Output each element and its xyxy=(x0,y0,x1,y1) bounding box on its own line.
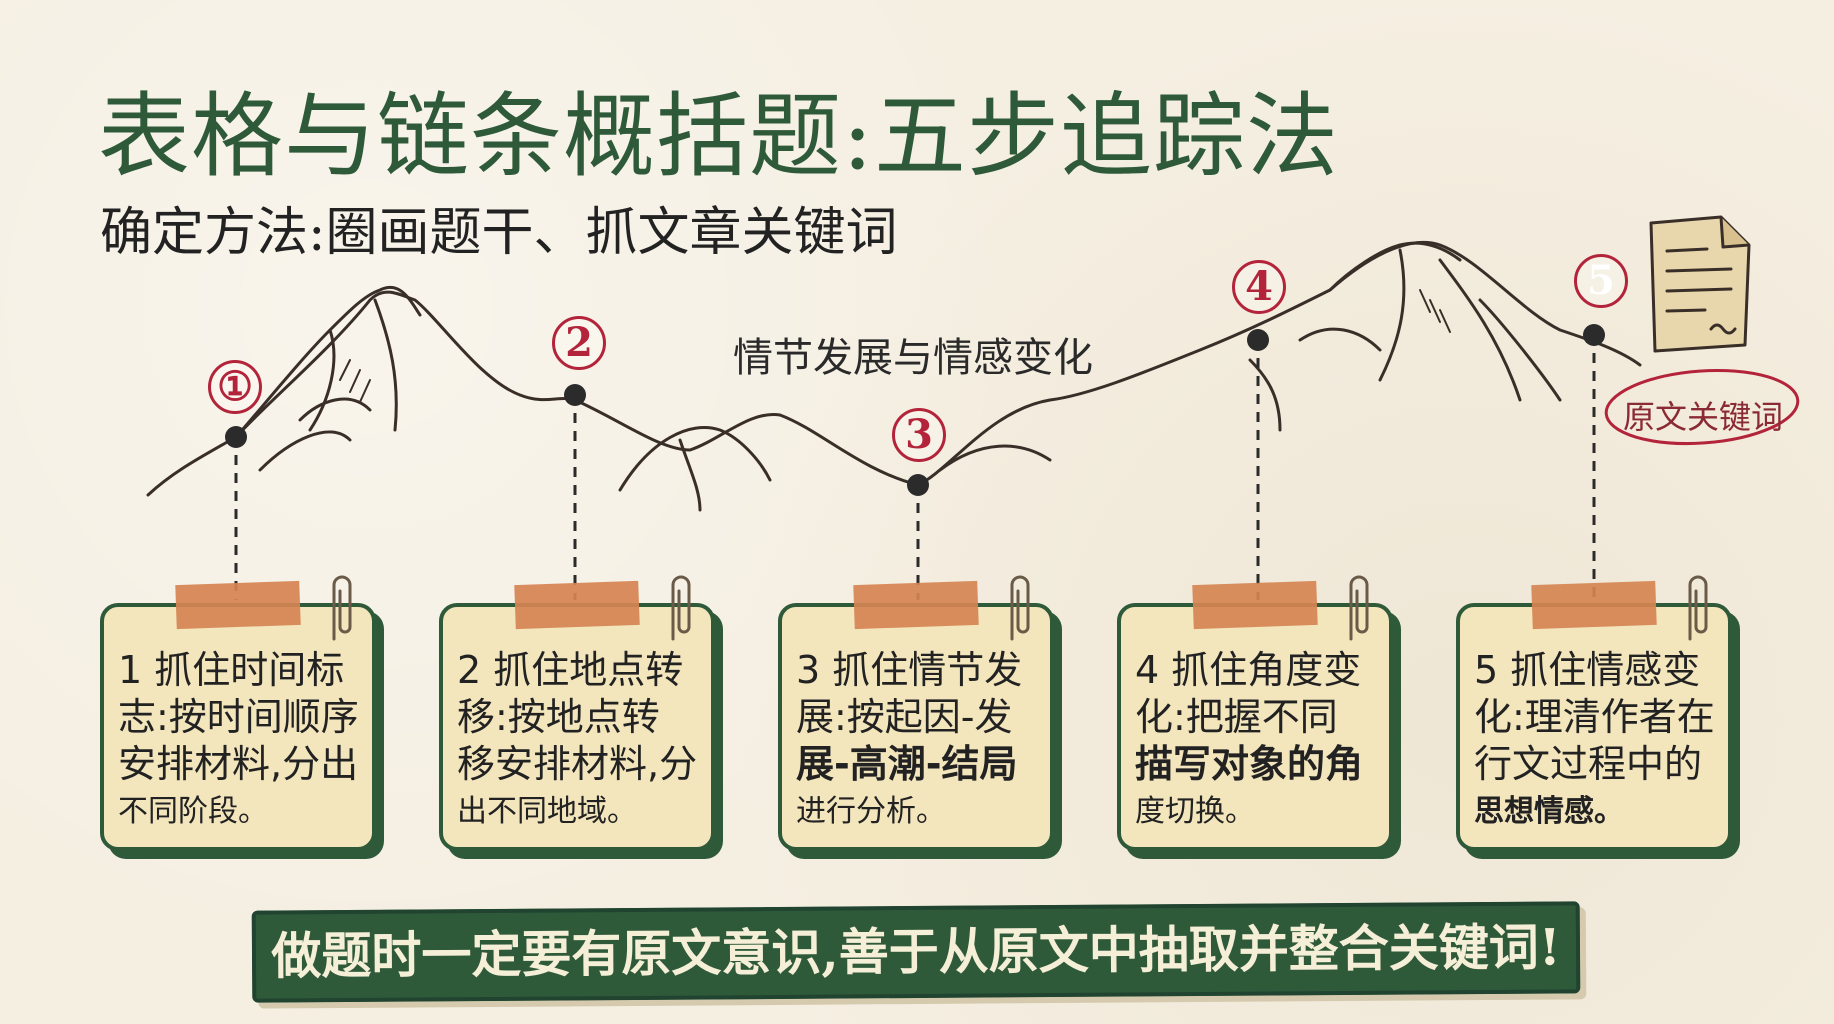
tape xyxy=(175,580,301,630)
step-marker-1: ① xyxy=(208,360,262,414)
card-line: 思想情感。 xyxy=(1474,794,1624,829)
card-line: 1 抓住时间标 xyxy=(118,648,345,692)
card-line: 化:把握不同 xyxy=(1135,695,1338,739)
mountain-label: 情节发展与情感变化 xyxy=(733,335,1093,381)
paperclip-icon xyxy=(1349,575,1369,641)
card-line: 4 抓住角度变 xyxy=(1135,648,1362,692)
card-line: 安排材料,分出 xyxy=(118,742,359,786)
card-line: 度切换。 xyxy=(1135,794,1255,829)
step-card-5: 5 抓住情感变 化:理清作者在 行文过程中的 思想情感。 xyxy=(1456,575,1732,851)
card-line: 志:按时间顺序 xyxy=(118,695,359,739)
step-marker-3: 3 xyxy=(892,408,946,462)
tape xyxy=(514,580,640,630)
step-card-4: 4 抓住角度变 化:把握不同 描写对象的角 度切换。 xyxy=(1117,575,1393,851)
card-line: 移:按地点转 xyxy=(457,695,660,739)
card-line: 不同阶段。 xyxy=(118,794,268,829)
card-line: 出不同地域。 xyxy=(457,794,637,829)
step-marker-5: 5 xyxy=(1574,254,1628,308)
step-card-2: 2 抓住地点转 移:按地点转 移安排材料,分 出不同地域。 xyxy=(439,575,715,851)
card-line: 展-高潮-结局 xyxy=(796,742,1018,786)
page-subtitle: 确定方法:圈画题干、抓文章关键词 xyxy=(100,203,898,263)
document-icon xyxy=(1649,215,1751,353)
keyword-label: 原文关键词 xyxy=(1622,398,1783,436)
card-line: 2 抓住地点转 xyxy=(457,648,684,692)
card-line: 移安排材料,分 xyxy=(457,742,698,786)
tape xyxy=(1192,580,1318,630)
tape xyxy=(1531,580,1657,630)
page-title: 表格与链条概括题:五步追踪法 xyxy=(98,83,1339,190)
step-card-1: 1 抓住时间标 志:按时间顺序 安排材料,分出 不同阶段。 xyxy=(100,575,376,851)
paperclip-icon xyxy=(1688,575,1708,641)
keyword-oval: 原文关键词 xyxy=(1608,378,1798,456)
paperclip-icon xyxy=(1010,575,1030,641)
paperclip-icon xyxy=(332,575,352,641)
card-line: 描写对象的角 xyxy=(1135,742,1364,786)
card-line: 5 抓住情感变 xyxy=(1474,648,1701,692)
bottom-banner: 做题时一定要有原文意识,善于从原文中抽取并整合关键词! xyxy=(251,901,1581,1003)
card-line: 进行分析。 xyxy=(796,794,946,829)
paperclip-icon xyxy=(671,575,691,641)
step-card-3: 3 抓住情节发 展:按起因-发 展-高潮-结局 进行分析。 xyxy=(778,575,1054,851)
banner-text: 做题时一定要有原文意识,善于从原文中抽取并整合关键词! xyxy=(271,917,1561,986)
card-line: 3 抓住情节发 xyxy=(796,648,1023,692)
card-line: 展:按起因-发 xyxy=(796,695,1013,739)
step-marker-4: 4 xyxy=(1232,260,1286,314)
step-marker-2: 2 xyxy=(552,316,606,370)
tape xyxy=(853,580,979,630)
card-line: 行文过程中的 xyxy=(1474,742,1703,786)
card-line: 化:理清作者在 xyxy=(1474,695,1715,739)
